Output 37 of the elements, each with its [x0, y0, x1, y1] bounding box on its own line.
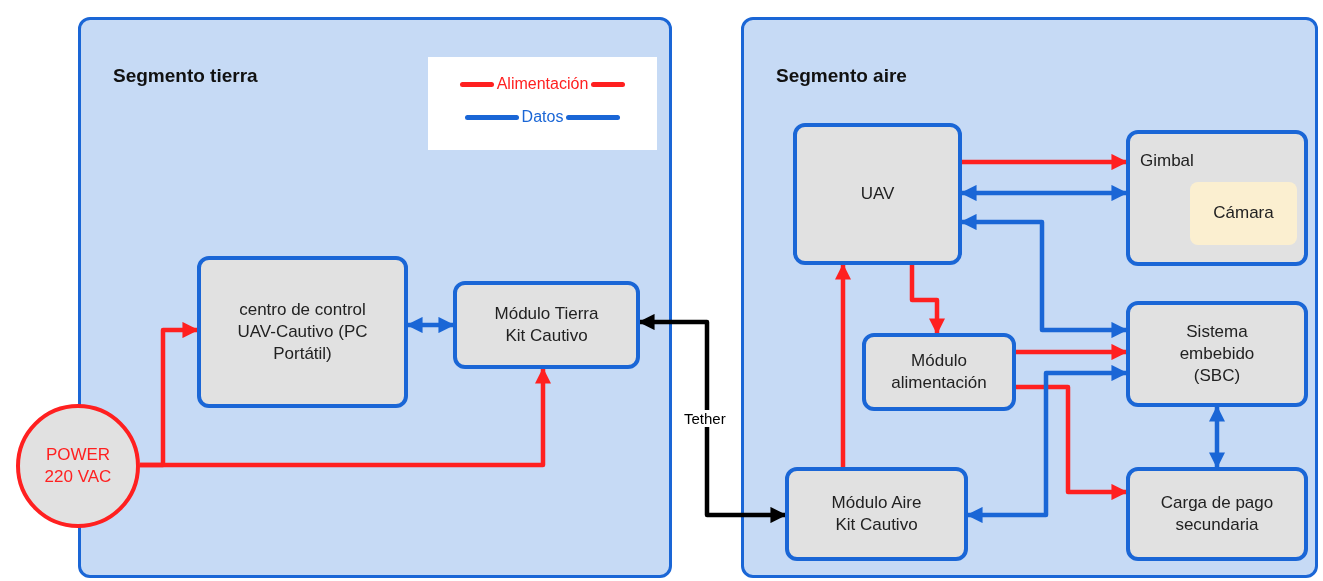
module-box [453, 281, 640, 369]
module-box [862, 333, 1016, 411]
connector-arrow [834, 263, 852, 467]
camera-box [1190, 182, 1297, 245]
edge-label: Tether [683, 409, 727, 427]
connector-arrow [638, 313, 787, 524]
node-label: Cámara [1213, 202, 1274, 225]
node-label: Gimbal [1140, 150, 1194, 172]
module-box [793, 123, 962, 265]
module-box [1126, 467, 1308, 561]
connector-arrow [962, 153, 1128, 171]
connector-arrow [406, 316, 455, 334]
node-label: Módulo Aire Kit Cautivo [830, 491, 923, 536]
gimbal-box [1126, 130, 1308, 266]
segment-panel [741, 17, 1318, 578]
module-box [197, 256, 408, 408]
connector-arrow [960, 213, 1128, 339]
node-label: UAV [860, 182, 895, 205]
connector-arrow [1016, 343, 1128, 361]
legend-label: Datos [521, 108, 564, 126]
node-label: POWER 220 VAC [43, 443, 113, 488]
connector-arrow [140, 367, 552, 468]
connector-arrow [966, 364, 1128, 524]
connector-arrow [1016, 384, 1128, 501]
node-label: Carga de pago secundaria [1159, 491, 1275, 536]
connector-arrow [1208, 405, 1226, 469]
segment-heading: Segmento aire [776, 64, 907, 88]
segment-heading: Segmento tierra [113, 64, 258, 88]
legend-label: Alimentación [496, 75, 589, 93]
module-box [785, 467, 968, 561]
node-label: Módulo alimentación [890, 349, 988, 394]
node-label: centro de control UAV-Cautivo (PC Portátil) [236, 298, 369, 366]
connector-arrow [960, 184, 1128, 202]
node-label: Módulo Tierra Kit Cautivo [493, 302, 600, 347]
module-box [1126, 301, 1308, 407]
node-label: Sistema embebido (SBC) [1178, 320, 1256, 388]
connector-arrow [909, 265, 946, 335]
